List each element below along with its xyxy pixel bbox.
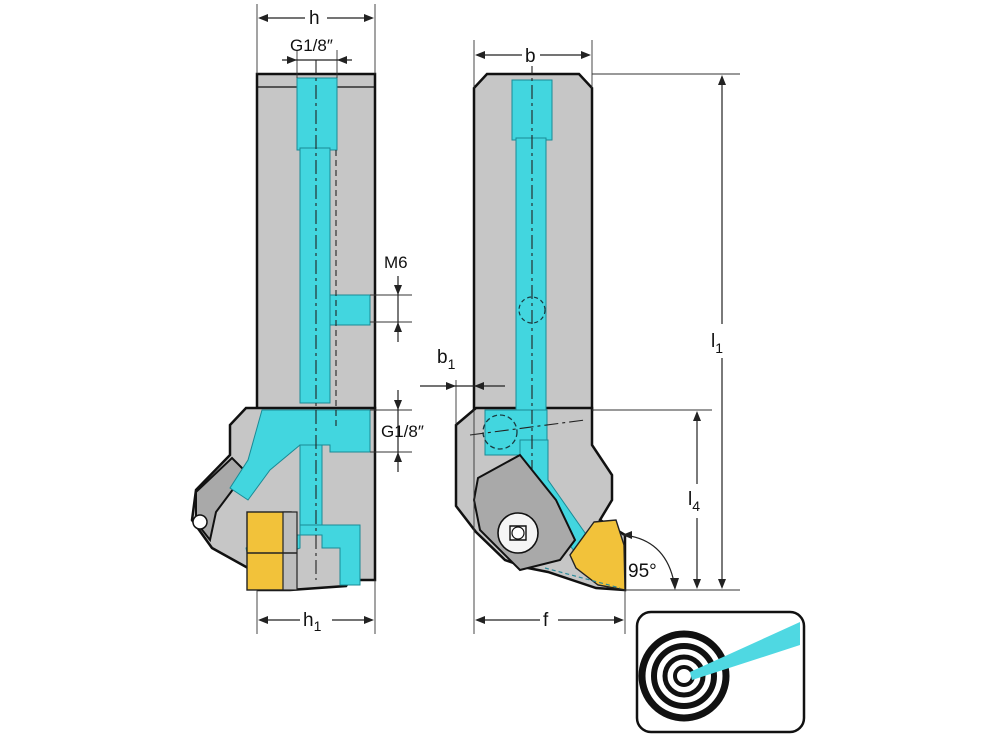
label-h: h (309, 8, 320, 29)
label-l4: l4 (688, 489, 700, 514)
label-h1: h1 (303, 610, 322, 634)
screw-front (192, 514, 208, 530)
coolant-target-icon (635, 610, 806, 734)
front-view: h G1/8″ M6 G1/8″ h1 (190, 4, 424, 636)
label-g18-side: G1/8″ (381, 422, 424, 441)
label-f: f (543, 610, 549, 631)
coolant-channel-front (296, 77, 338, 151)
label-b: b (525, 46, 536, 67)
label-l1: l1 (711, 331, 723, 356)
label-m6: M6 (384, 253, 408, 272)
insert-side (569, 519, 626, 591)
label-angle: 95° (628, 561, 657, 582)
side-view: b b1 l1 l4 95° f (420, 40, 740, 634)
label-b1: b1 (437, 347, 456, 372)
label-g18-top: G1/8″ (290, 36, 333, 55)
